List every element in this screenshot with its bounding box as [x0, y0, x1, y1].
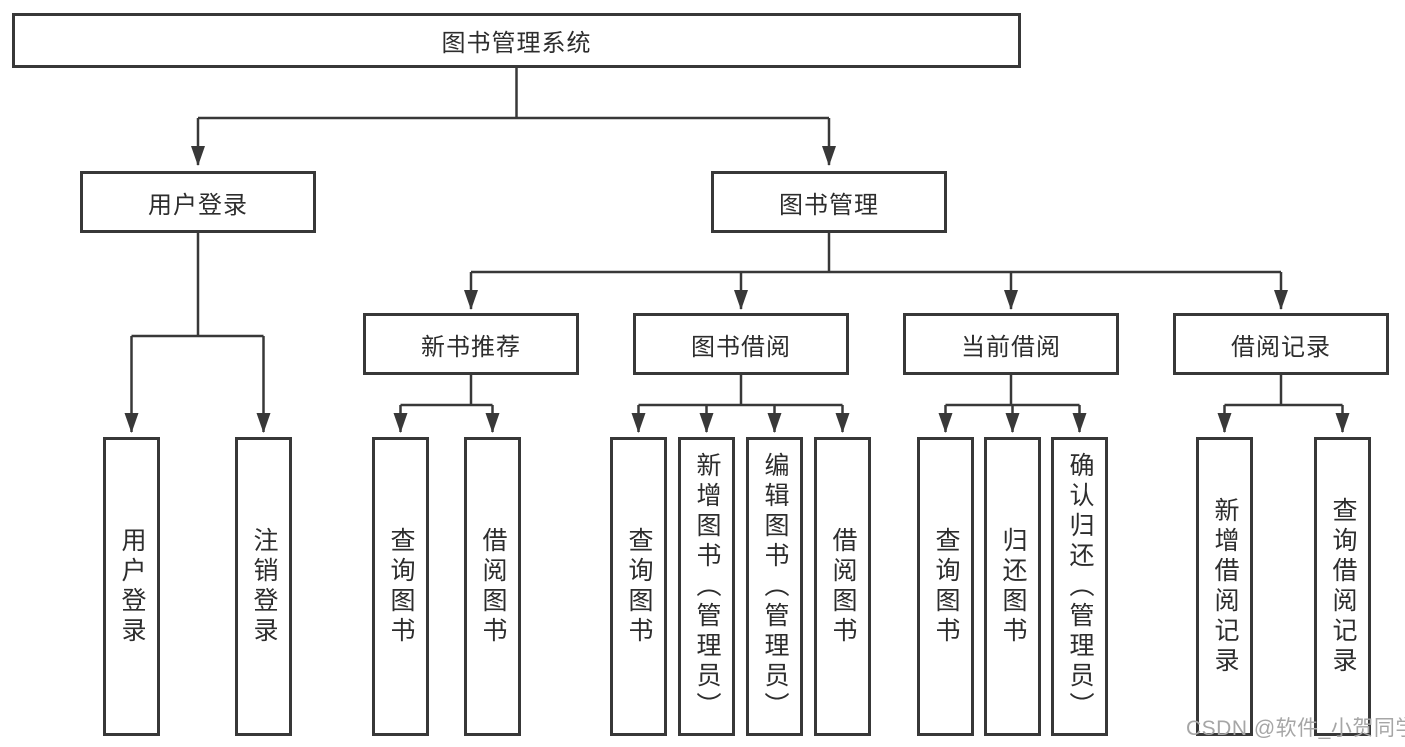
- leaf-logout: 注销登录: [235, 437, 292, 736]
- node-new-book-recommend: 新书推荐: [363, 313, 579, 375]
- leaf-borrow-query-book: 查询图书: [610, 437, 667, 736]
- leaf-confirm-return-admin: 确认归还（管理员）: [1051, 437, 1108, 736]
- csdn-watermark: CSDN @软件_小贺同学: [1186, 717, 1405, 740]
- leaf-return-book: 归还图书: [984, 437, 1041, 736]
- leaf-edit-book-admin: 编辑图书（管理员）: [746, 437, 803, 736]
- node-library-management-system: 图书管理系统: [12, 13, 1021, 68]
- leaf-borrow-book: 借阅图书: [814, 437, 871, 736]
- leaf-query-borrow-record: 查询借阅记录: [1314, 437, 1371, 736]
- node-borrow-records: 借阅记录: [1173, 313, 1389, 375]
- node-book-borrow: 图书借阅: [633, 313, 849, 375]
- leaf-current-query-book: 查询图书: [917, 437, 974, 736]
- leaf-add-book-admin: 新增图书（管理员）: [678, 437, 735, 736]
- node-user-login: 用户登录: [80, 171, 316, 233]
- node-current-borrow: 当前借阅: [903, 313, 1119, 375]
- leaf-recommend-query-book: 查询图书: [372, 437, 429, 736]
- leaf-user-login: 用户登录: [103, 437, 160, 736]
- node-book-management: 图书管理: [711, 171, 947, 233]
- leaf-add-borrow-record: 新增借阅记录: [1196, 437, 1253, 736]
- leaf-recommend-borrow-book: 借阅图书: [464, 437, 521, 736]
